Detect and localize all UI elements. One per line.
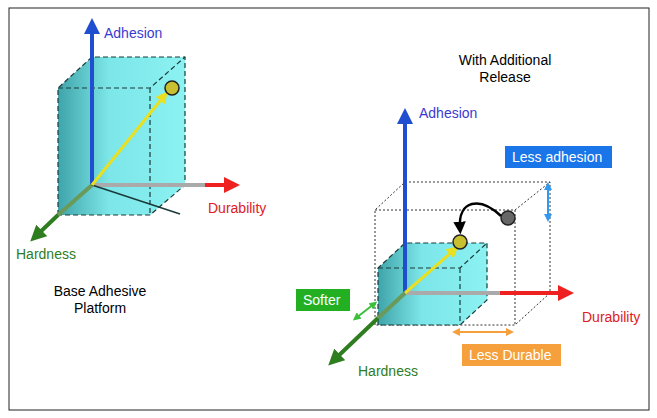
- callout-box: Less Durable: [462, 344, 561, 366]
- callout-text: Less Durable: [469, 347, 554, 363]
- callout-text: Less adhesion: [512, 149, 605, 165]
- axis-label: Adhesion: [104, 25, 162, 42]
- axis-label: Hardness: [358, 363, 418, 380]
- axis-label: Durability: [582, 309, 640, 326]
- axis-label: Hardness: [16, 246, 76, 263]
- caption-text: Base Adhesive Platform: [45, 283, 155, 317]
- callout-text: Softer: [303, 292, 343, 308]
- heading-text: With Additional Release: [440, 52, 570, 86]
- axis-label: Adhesion: [419, 105, 477, 122]
- callout-box: Softer: [296, 289, 350, 311]
- callout-box: Less adhesion: [505, 146, 612, 168]
- axis-label: Durability: [208, 200, 266, 217]
